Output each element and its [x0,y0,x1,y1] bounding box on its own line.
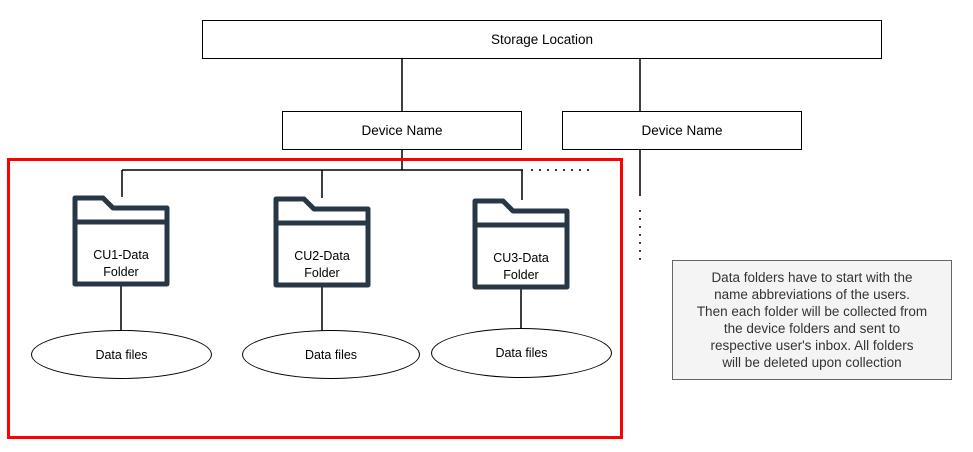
note-text-line: Data folders have to start with the [711,270,913,285]
folder-label: CU1-Data Folder [93,248,149,279]
data-files-ellipse-3: Data files [431,328,612,378]
device-name-label-2: Device Name [641,123,723,138]
folder-label: CU3-Data Folder [493,251,549,282]
folder-icon [72,195,170,287]
note-text-line: respective user's inbox. All folders [710,338,914,353]
folder-node-cu2: CU2-Data Folder [273,196,371,288]
storage-location-label: Storage Location [490,32,594,47]
data-files-label: Data files [304,347,358,362]
device-name-label-1: Device Name [361,123,443,138]
note-text-line: will be deleted upon collection [722,355,902,370]
note-text-line: Then each folder will be collected from [696,304,928,319]
data-files-ellipse-1: Data files [31,330,212,379]
folder-label: CU2-Data Folder [294,249,350,280]
red-boundary-box [7,158,623,439]
data-files-ellipse-2: Data files [242,330,420,379]
device-name-box-1: Device Name [282,111,522,150]
data-files-label: Data files [495,346,548,360]
storage-location-box: Storage Location [202,20,882,59]
folder-node-cu3: CU3-Data Folder [472,198,570,290]
data-files-label: Data files [95,347,148,362]
device-name-box-2: Device Name [562,111,802,150]
note-text-line: the device folders and sent to [723,321,901,336]
folder-icon [273,196,371,288]
folder-node-cu1: CU1-Data Folder [72,195,170,287]
note-box: Data folders have to start with the name… [672,260,952,380]
folder-icon [472,198,570,290]
note-text-line: name abbreviations of the users. [714,287,910,302]
